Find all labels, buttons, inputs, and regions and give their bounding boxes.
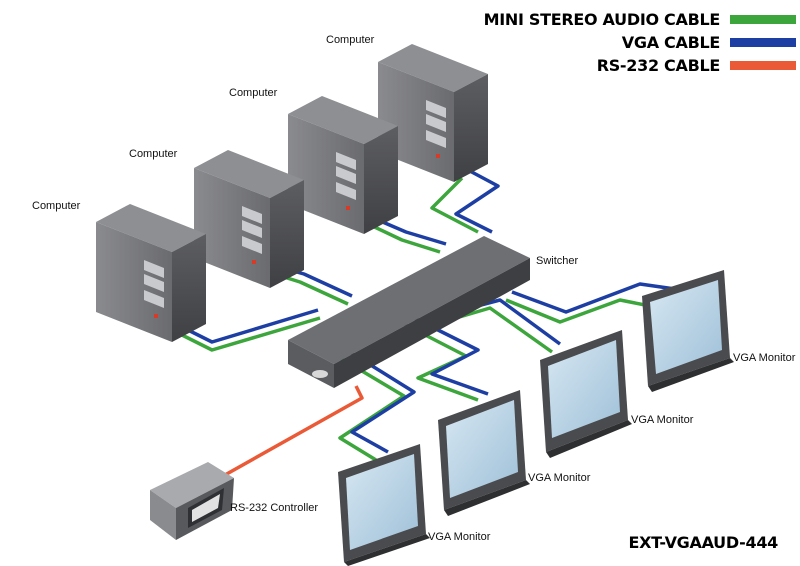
legend-item-rs232: RS-232 CABLE — [597, 54, 800, 76]
legend-label-rs232: RS-232 CABLE — [596, 55, 721, 75]
monitor-2 — [438, 390, 530, 516]
audio-cable-computer-3 — [363, 220, 441, 254]
vga-cable-monitor-1 — [339, 344, 416, 454]
label-monitor-3: VGA Monitor — [631, 414, 694, 426]
audio-cable-computer-1 — [175, 316, 321, 352]
label-switcher: Switcher — [536, 255, 579, 267]
monitor-3 — [540, 330, 632, 458]
monitor-4 — [642, 270, 734, 392]
label-monitor-1: VGA Monitor — [428, 531, 491, 543]
computer-2 — [194, 150, 304, 288]
rs232-controller — [150, 462, 234, 540]
switcher — [288, 236, 530, 388]
vga-cable-monitor-4 — [511, 282, 683, 314]
label-rs232-controller: RS-232 Controller — [230, 502, 319, 514]
label-monitor-2: VGA Monitor — [528, 472, 591, 484]
label-computer-1: Computer — [32, 200, 81, 212]
monitor-1 — [338, 444, 430, 566]
legend-swatch-vga — [730, 37, 796, 47]
legend-label-vga: VGA CABLE — [621, 32, 721, 52]
computer-3 — [288, 96, 398, 234]
audio-cable-monitor-4 — [505, 298, 651, 324]
audio-cable-computer-4 — [430, 176, 479, 234]
model-number: EXT-VGAAUD-444 — [628, 533, 778, 552]
legend-swatch-rs232 — [730, 60, 796, 70]
label-monitor-4: VGA Monitor — [733, 352, 796, 364]
legend-label-audio: MINI STEREO AUDIO CABLE — [483, 9, 721, 29]
rs232-cable — [215, 385, 364, 482]
computer-1 — [96, 204, 206, 342]
switcher-logo-icon — [312, 370, 328, 378]
legend-item-vga: VGA CABLE — [622, 31, 800, 53]
vga-cable-monitor-2 — [409, 314, 489, 396]
label-computer-3: Computer — [229, 87, 278, 99]
label-computer-4: Computer — [326, 34, 375, 46]
audio-cable-monitor-1 — [329, 350, 406, 462]
label-computer-2: Computer — [129, 148, 178, 160]
legend-item-audio: MINI STEREO AUDIO CABLE — [484, 8, 800, 30]
legend-swatch-audio — [730, 14, 796, 24]
audio-cable-monitor-3 — [455, 306, 554, 354]
vga-cable-computer-4 — [454, 168, 500, 234]
